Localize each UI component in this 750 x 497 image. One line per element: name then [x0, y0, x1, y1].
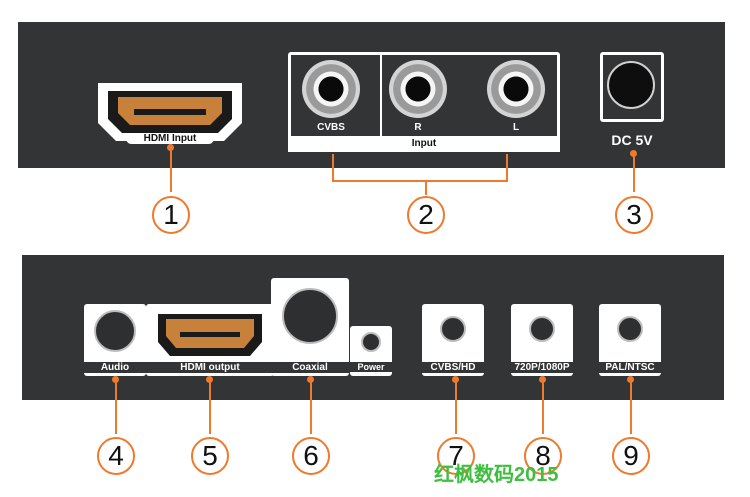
watermark: 红枫数码2015 — [434, 464, 559, 486]
callout-6-line — [310, 378, 312, 434]
l-label: L — [512, 122, 520, 133]
coaxial-jack — [282, 288, 338, 344]
callout-3-dot — [630, 150, 637, 157]
callout-2: 2 — [407, 196, 445, 234]
callout-4-dot — [112, 376, 119, 383]
callout-2-line — [425, 181, 427, 195]
callout-8: 8 — [524, 437, 562, 475]
hdmi-input-port — [94, 79, 246, 156]
callout-5: 5 — [191, 437, 229, 475]
callout-2-left-line — [332, 154, 334, 182]
cvbs-label: CVBS — [317, 122, 345, 133]
input-group-label: Input — [411, 138, 437, 149]
audio-label: Audio — [84, 362, 146, 373]
hdmi-output-label: HDMI output — [146, 362, 274, 373]
callout-2-bracket — [332, 180, 508, 182]
callout-2-right-line — [506, 154, 508, 182]
hdmi-output-port — [146, 304, 274, 381]
r-audio-jack — [389, 60, 447, 118]
cvbs-hd-label: CVBS/HD — [416, 362, 490, 373]
callout-6-dot — [307, 376, 314, 383]
resolution-button — [529, 316, 555, 342]
callout-6: 6 — [292, 437, 330, 475]
l-audio-jack — [487, 60, 545, 118]
dc-5v-label: DC 5V — [611, 132, 653, 148]
callout-7-dot — [452, 376, 459, 383]
dc-power-hole — [607, 61, 655, 109]
callout-3: 3 — [615, 196, 653, 234]
pal-ntsc-button — [617, 316, 643, 342]
input-label-bar — [288, 136, 560, 152]
power-jack — [361, 332, 381, 352]
callout-7-line — [455, 378, 457, 434]
callout-5-line — [209, 378, 211, 434]
hdmi-input-label: HDMI Input — [126, 133, 214, 144]
callout-8-dot — [539, 376, 546, 383]
callout-8-line — [542, 378, 544, 434]
resolution-label: 720P/1080P — [504, 362, 580, 373]
input-group-divider — [380, 54, 382, 138]
audio-jack — [94, 310, 136, 352]
callout-9: 9 — [612, 437, 650, 475]
pal-ntsc-label: PAL/NTSC — [594, 362, 666, 373]
callout-1-dot — [167, 144, 174, 151]
callout-5-dot — [206, 376, 213, 383]
cvbs-hd-button — [440, 316, 466, 342]
callout-4-line — [115, 378, 117, 434]
coaxial-label: Coaxial — [271, 362, 349, 373]
cvbs-jack — [302, 60, 360, 118]
r-label: R — [414, 122, 422, 133]
callout-3-line — [633, 152, 635, 192]
callout-9-line — [630, 378, 632, 434]
callout-4: 4 — [97, 437, 135, 475]
callout-1-line — [170, 148, 172, 192]
callout-9-dot — [627, 376, 634, 383]
power-label: Power — [350, 362, 392, 372]
callout-1: 1 — [152, 196, 190, 234]
callout-7: 7 — [437, 437, 475, 475]
